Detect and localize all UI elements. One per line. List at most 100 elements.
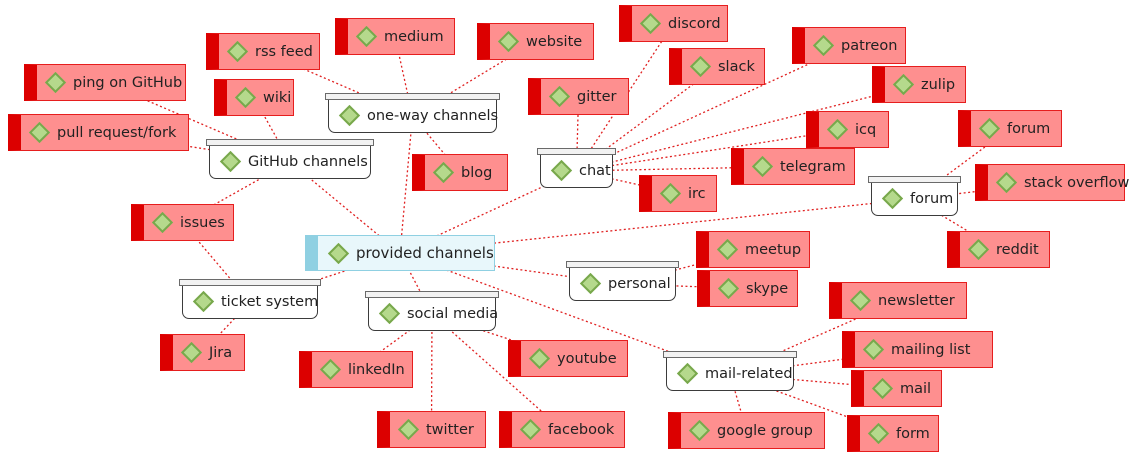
topic-label: google group bbox=[717, 422, 813, 439]
leaf-wiki[interactable]: wiki bbox=[214, 79, 294, 116]
green-diamond-icon bbox=[579, 272, 602, 295]
topic-label: meetup bbox=[745, 241, 802, 258]
connector-chat-gitter bbox=[575, 96, 580, 172]
topic-label: Jira bbox=[209, 344, 233, 361]
green-diamond-icon bbox=[226, 40, 249, 63]
leaf-patreon[interactable]: patreon bbox=[792, 27, 906, 64]
green-diamond-icon bbox=[978, 117, 1001, 140]
green-diamond-icon bbox=[519, 418, 542, 441]
branch-ticket-system[interactable]: ticket system bbox=[179, 279, 321, 319]
leaf-reddit[interactable]: reddit bbox=[947, 231, 1050, 268]
leaf-linkedin[interactable]: linkedIn bbox=[299, 351, 413, 388]
leaf-ping-on-github[interactable]: ping on GitHub bbox=[24, 64, 186, 101]
topic-label: gitter bbox=[577, 88, 617, 105]
leaf-medium[interactable]: medium bbox=[335, 18, 455, 55]
green-diamond-icon bbox=[44, 71, 67, 94]
topic-label: personal bbox=[608, 275, 671, 292]
leaf-irc[interactable]: irc bbox=[639, 175, 717, 212]
leaf-discord[interactable]: discord bbox=[619, 5, 728, 42]
leaf-issues[interactable]: issues bbox=[131, 204, 234, 241]
green-diamond-icon bbox=[717, 277, 740, 300]
leaf-stack-overflow[interactable]: stack overflow bbox=[975, 164, 1129, 201]
leaf-jira[interactable]: Jira bbox=[160, 334, 245, 371]
topic-label: rss feed bbox=[255, 43, 313, 60]
green-diamond-icon bbox=[812, 34, 835, 57]
topic-label: mail bbox=[900, 380, 932, 397]
branch-forum[interactable]: forum bbox=[868, 176, 961, 216]
green-diamond-icon bbox=[659, 182, 682, 205]
topic-label: forum bbox=[910, 190, 954, 207]
green-diamond-icon bbox=[967, 238, 990, 261]
leaf-zulip[interactable]: zulip bbox=[872, 66, 966, 103]
branch-personal[interactable]: personal bbox=[566, 261, 679, 301]
leaf-skype[interactable]: skype bbox=[697, 270, 798, 307]
topic-label: irc bbox=[688, 185, 706, 202]
leaf-slack[interactable]: slack bbox=[669, 48, 765, 85]
topic-label: provided channels bbox=[356, 244, 494, 262]
branch-chat[interactable]: chat bbox=[537, 148, 616, 188]
green-diamond-icon bbox=[355, 25, 378, 48]
green-diamond-icon bbox=[151, 211, 174, 234]
leaf-form[interactable]: form bbox=[847, 415, 939, 452]
green-diamond-icon bbox=[192, 290, 215, 313]
topic-label: ping on GitHub bbox=[73, 74, 183, 91]
topic-label: ticket system bbox=[221, 293, 319, 310]
branch-social-media[interactable]: social media bbox=[365, 291, 499, 331]
green-diamond-icon bbox=[528, 347, 551, 370]
green-diamond-icon bbox=[862, 338, 885, 361]
leaf-website[interactable]: website bbox=[477, 23, 594, 60]
leaf-facebook[interactable]: facebook bbox=[499, 411, 625, 448]
topic-label: wiki bbox=[263, 89, 292, 106]
connector-chat-zulip bbox=[576, 83, 920, 172]
topic-label: patreon bbox=[841, 37, 898, 54]
green-diamond-icon bbox=[550, 159, 573, 182]
leaf-youtube[interactable]: youtube bbox=[508, 340, 628, 377]
green-diamond-icon bbox=[867, 422, 890, 445]
leaf-pull-request-fork[interactable]: pull request/fork bbox=[8, 114, 189, 151]
leaf-meetup[interactable]: meetup bbox=[696, 231, 810, 268]
green-diamond-icon bbox=[548, 85, 571, 108]
topic-label: slack bbox=[718, 58, 755, 75]
leaf-google-group[interactable]: google group bbox=[668, 412, 825, 449]
green-diamond-icon bbox=[180, 341, 203, 364]
topic-label: reddit bbox=[996, 241, 1039, 258]
branch-one-way-channels[interactable]: one-way channels bbox=[325, 93, 500, 133]
central-topic-provided-channels[interactable]: provided channels bbox=[305, 235, 495, 271]
topic-label: icq bbox=[855, 121, 877, 138]
topic-label: discord bbox=[668, 15, 721, 32]
connector-oneway-blog bbox=[412, 115, 461, 173]
leaf-mail[interactable]: mail bbox=[851, 370, 942, 407]
topic-label: chat bbox=[579, 162, 611, 179]
leaf-forum[interactable]: forum bbox=[958, 110, 1062, 147]
green-diamond-icon bbox=[397, 418, 420, 441]
leaf-rss-feed[interactable]: rss feed bbox=[206, 33, 320, 70]
branch-github-channels[interactable]: GitHub channels bbox=[206, 139, 374, 179]
green-diamond-icon bbox=[219, 150, 242, 173]
connector-social-twitter bbox=[430, 313, 433, 430]
connector-central-oneway bbox=[399, 115, 414, 254]
green-diamond-icon bbox=[688, 419, 711, 442]
topic-label: telegram bbox=[780, 158, 846, 175]
topic-label: forum bbox=[1007, 120, 1051, 137]
topic-label: skype bbox=[746, 280, 789, 297]
leaf-blog[interactable]: blog bbox=[412, 154, 508, 191]
topic-label: youtube bbox=[557, 350, 617, 367]
leaf-newsletter[interactable]: newsletter bbox=[829, 282, 967, 319]
topic-label: pull request/fork bbox=[57, 124, 177, 141]
leaf-mailing-list[interactable]: mailing list bbox=[842, 331, 993, 368]
topic-label: one-way channels bbox=[367, 107, 499, 124]
leaf-gitter[interactable]: gitter bbox=[528, 78, 629, 115]
green-diamond-icon bbox=[881, 187, 904, 210]
leaf-icq[interactable]: icq bbox=[806, 111, 889, 148]
topic-label: mailing list bbox=[891, 341, 971, 358]
green-diamond-icon bbox=[751, 155, 774, 178]
leaf-telegram[interactable]: telegram bbox=[731, 148, 855, 185]
branch-mail-related[interactable]: mail-related bbox=[663, 351, 797, 391]
green-diamond-icon bbox=[716, 238, 739, 261]
green-diamond-icon bbox=[871, 377, 894, 400]
topic-label: linkedIn bbox=[348, 361, 405, 378]
topic-label: zulip bbox=[921, 76, 956, 93]
topic-label: newsletter bbox=[878, 292, 955, 309]
leaf-twitter[interactable]: twitter bbox=[377, 411, 486, 448]
topic-label: medium bbox=[384, 28, 444, 45]
